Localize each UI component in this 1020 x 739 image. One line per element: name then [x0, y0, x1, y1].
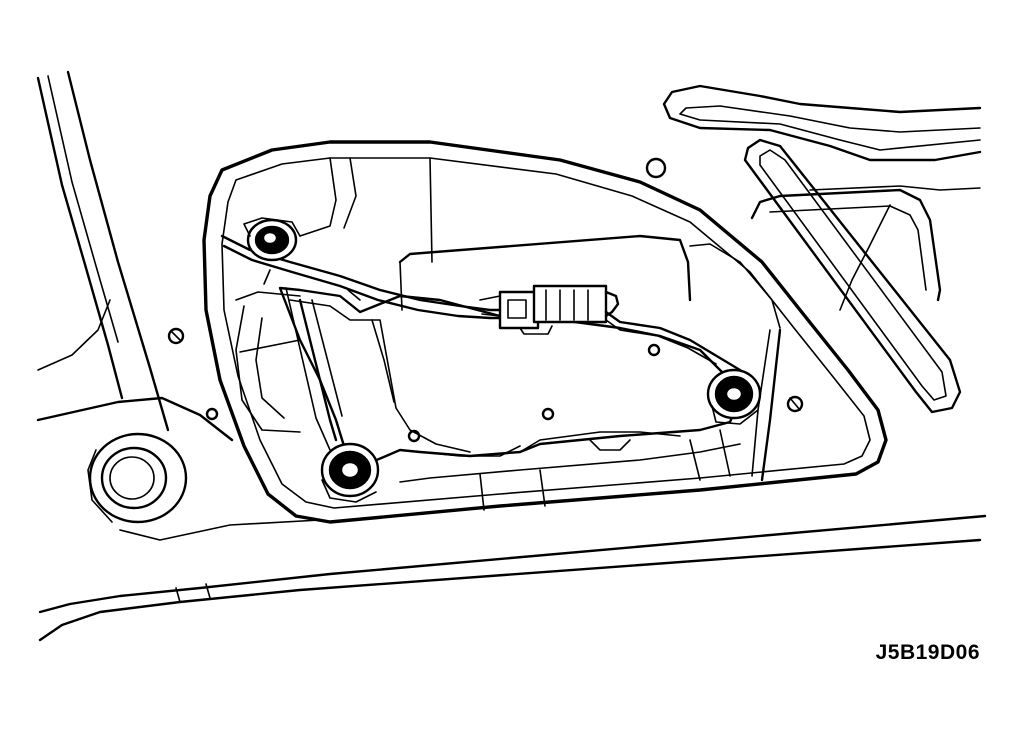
mounting-bolt-upper: [243, 217, 301, 262]
connector-lead-wire: [604, 310, 742, 372]
left-frame-edge: [36, 70, 234, 442]
grommet-plug: [87, 432, 188, 524]
wiper-motor-bracket: [278, 286, 742, 464]
figure-code-label: J5B19D06: [875, 641, 980, 664]
electrical-connector: [498, 284, 620, 335]
upper-right-ribs: [662, 84, 982, 414]
mounting-bolt-lower: [320, 442, 380, 503]
access-opening: [202, 140, 888, 524]
mounting-bolt-right: [706, 368, 762, 425]
interior-structure: [235, 157, 782, 511]
bottom-panel-lines: [38, 514, 987, 642]
panel-fasteners: [167, 157, 804, 421]
